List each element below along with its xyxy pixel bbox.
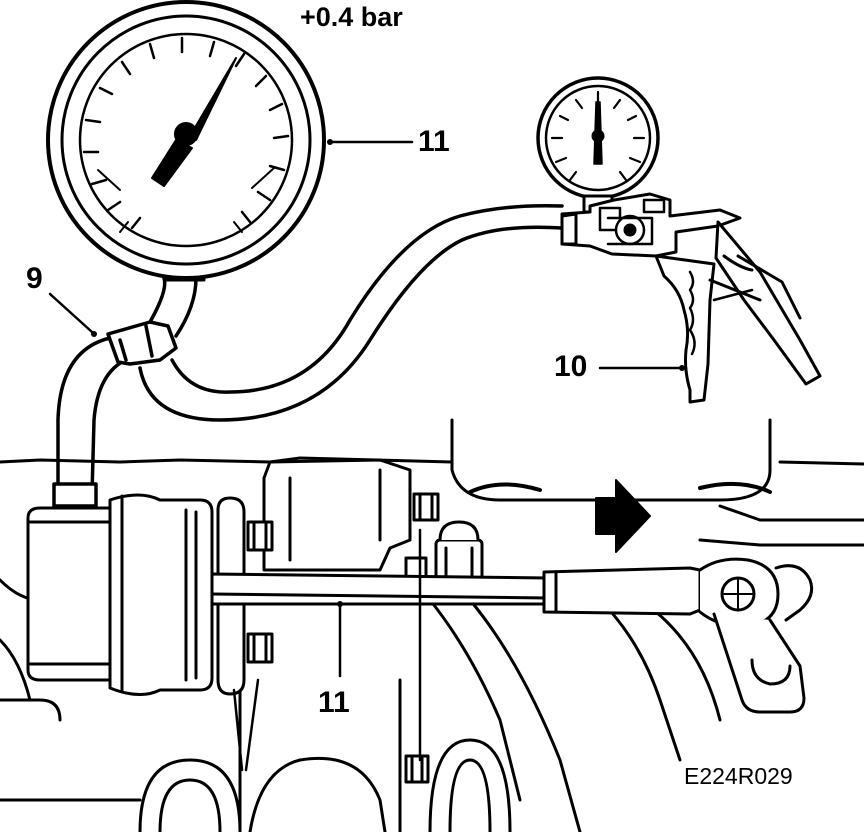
bolt-top <box>412 492 440 522</box>
bracket-lines <box>232 528 422 772</box>
bolt-bottom <box>404 754 430 784</box>
vacuum-actuator <box>26 493 214 696</box>
bolt-lower-left <box>246 632 274 664</box>
gauge-scale-ticks <box>82 36 290 233</box>
hand-vacuum-pump <box>536 76 822 404</box>
cap-nut <box>434 520 484 584</box>
hose-reference-number: 9 <box>26 262 43 295</box>
control-rod <box>210 557 814 714</box>
leader-hose <box>48 292 94 334</box>
direction-arrow <box>595 479 651 553</box>
figure-code: E224R029 <box>684 763 793 789</box>
pump-reference-number: 10 <box>554 350 588 383</box>
large-pressure-gauge <box>46 0 414 282</box>
pressure-reading-label: +0.4 bar <box>300 2 403 32</box>
rod-reference-number: 11 <box>318 686 350 719</box>
bolt-upper-left <box>246 520 274 552</box>
mounting-bolts <box>246 492 484 784</box>
vacuum-hoses <box>52 203 564 508</box>
actuator-housing <box>262 458 412 572</box>
gauge-reference-number: 11 <box>418 125 450 158</box>
